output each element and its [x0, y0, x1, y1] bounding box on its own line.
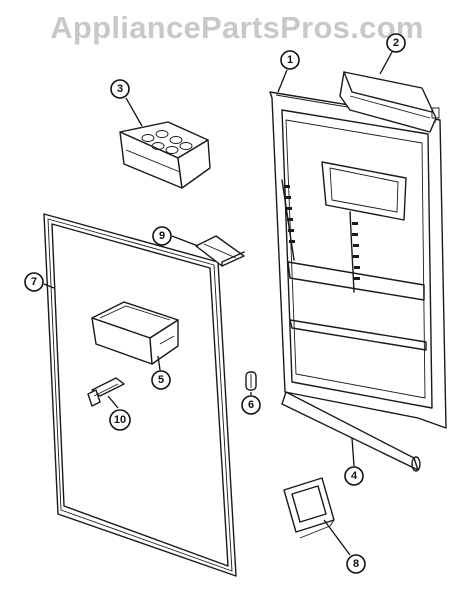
callout-4: 4 — [344, 466, 364, 486]
door-shelf-part — [91, 301, 179, 365]
dairy-door-part — [339, 71, 440, 133]
callout-5: 5 — [151, 370, 171, 390]
watermark-text: AppliancePartsPros.com — [50, 10, 424, 45]
egg-bin-part — [119, 121, 211, 189]
callout-8: 8 — [346, 554, 366, 574]
callout-1: 1 — [280, 50, 300, 70]
door-gasket-part — [43, 213, 237, 577]
clip-part — [245, 371, 257, 391]
leader-lines — [43, 51, 393, 556]
callout-5-label: 5 — [158, 374, 164, 386]
callout-7: 7 — [24, 272, 44, 292]
tray-part — [195, 235, 245, 267]
callout-6-label: 6 — [248, 399, 254, 411]
callout-9: 9 — [152, 226, 172, 246]
callout-2-label: 2 — [393, 37, 399, 49]
callout-3: 3 — [110, 79, 130, 99]
callout-10-label: 10 — [114, 414, 126, 426]
callout-8-label: 8 — [353, 558, 359, 570]
callout-7-label: 7 — [31, 276, 37, 288]
callout-4-label: 4 — [351, 470, 358, 482]
door-rod-part — [281, 391, 421, 472]
latch-part — [87, 377, 125, 407]
callout-6: 6 — [241, 395, 261, 415]
callout-10: 10 — [109, 409, 131, 431]
callout-2: 2 — [386, 33, 406, 53]
callout-3-label: 3 — [117, 83, 123, 95]
bracket-part — [283, 477, 335, 539]
callout-1-label: 1 — [287, 54, 293, 66]
door-liner-part — [269, 91, 447, 429]
callout-9-label: 9 — [159, 230, 165, 242]
